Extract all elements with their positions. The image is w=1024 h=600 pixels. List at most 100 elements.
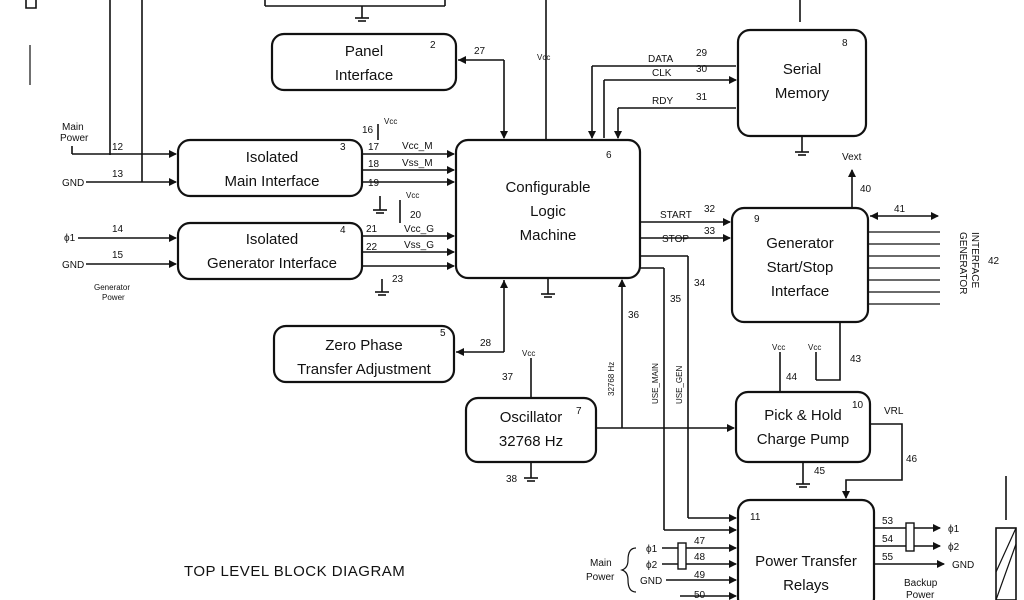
main-power-label-1: Main bbox=[62, 122, 84, 133]
wire-number-54: 54 bbox=[882, 534, 894, 545]
rdy-label: RDY bbox=[652, 96, 673, 107]
gen-title-line1: Generator bbox=[766, 235, 834, 252]
logic-vcc-line: Vcc bbox=[537, 53, 550, 62]
oscillator-wires: Vcc 37 38 32768 Hz 36 bbox=[502, 279, 735, 485]
generator-start-stop-block: Generator Start/Stop Interface 9 bbox=[730, 206, 870, 324]
gnd-relay-label: GND bbox=[640, 576, 662, 587]
vss-g-label: Vss_G bbox=[404, 240, 434, 251]
power-transfer-relays-block: Power Transfer Relays 11 bbox=[736, 498, 876, 600]
osc-title-line1: Oscillator bbox=[500, 409, 563, 426]
use-main-label: USE_MAIN bbox=[651, 363, 660, 404]
wire-number-19: 19 bbox=[368, 178, 380, 189]
serial-title-line1: Serial bbox=[783, 61, 821, 78]
start-stop-wires: START 32 STOP 33 bbox=[640, 204, 731, 245]
wire-number-37: 37 bbox=[502, 372, 514, 383]
backup-label-2: Power bbox=[906, 590, 935, 600]
wire-number-53: 53 bbox=[882, 516, 894, 527]
igen-title-line2: Generator Interface bbox=[207, 255, 337, 272]
vss-m-label: Vss_M bbox=[402, 158, 433, 169]
diagram-caption: TOP LEVEL BLOCK DIAGRAM bbox=[184, 563, 405, 580]
gen-number: 9 bbox=[754, 214, 760, 225]
wire-number-28: 28 bbox=[480, 338, 492, 349]
oscillator-block: Oscillator 32768 Hz 7 bbox=[464, 396, 598, 464]
wire-number-27: 27 bbox=[474, 46, 486, 57]
phi1-out-label: ϕ1 bbox=[948, 524, 960, 535]
wire-number-23: 23 bbox=[392, 274, 404, 285]
use-lines: USE_MAIN 35 USE_GEN 34 bbox=[640, 255, 737, 534]
wire-number-29: 29 bbox=[696, 48, 708, 59]
pick-title-line1: Pick & Hold bbox=[764, 407, 842, 424]
wire-number-34: 34 bbox=[694, 278, 706, 289]
main-power-relay-1: Main bbox=[590, 558, 612, 569]
gen-title-line2: Start/Stop bbox=[767, 259, 834, 276]
vcc-pick-label-2: Vcc bbox=[808, 343, 821, 352]
vcc-g-label: Vcc_G bbox=[404, 224, 434, 235]
logic-number: 6 bbox=[606, 150, 612, 161]
wire-number-47: 47 bbox=[694, 536, 706, 547]
gnd-gen-label: GND bbox=[62, 260, 84, 271]
wire-number-12: 12 bbox=[112, 142, 124, 153]
imain-number: 3 bbox=[340, 142, 346, 153]
wire-number-13: 13 bbox=[112, 169, 124, 180]
serial-number: 8 bbox=[842, 38, 848, 49]
generator-power-inputs: ϕ1 14 GND 15 Generator Power bbox=[62, 224, 177, 302]
osc-title-line2: 32768 Hz bbox=[499, 433, 563, 450]
wire-number-48: 48 bbox=[694, 552, 706, 563]
wire-number-40: 40 bbox=[860, 184, 872, 195]
wire-number-32: 32 bbox=[704, 204, 716, 215]
zero-phase-block: Zero Phase Transfer Adjustment 5 bbox=[272, 324, 456, 384]
wire-number-44: 44 bbox=[786, 372, 798, 383]
igen-title-line1: Isolated bbox=[246, 231, 299, 248]
top-clipped-lines bbox=[25, 0, 801, 182]
zero-title-line1: Zero Phase bbox=[325, 337, 403, 354]
serial-memory-block: Serial Memory 8 bbox=[736, 28, 868, 138]
phi1-relay-label: ϕ1 bbox=[646, 544, 658, 555]
logic-title-line3: Machine bbox=[520, 227, 577, 244]
pick-number: 10 bbox=[852, 400, 864, 411]
pick-hold-wires: Vcc Vcc 44 43 45 VRL 46 bbox=[772, 322, 918, 499]
panel-interface-block: Panel Interface 2 bbox=[270, 32, 458, 92]
wire-number-45: 45 bbox=[814, 466, 826, 477]
wire-number-36: 36 bbox=[628, 310, 640, 321]
zero-title-line2: Transfer Adjustment bbox=[297, 361, 431, 378]
wire-number-50: 50 bbox=[694, 590, 706, 600]
relay-inputs: Main Power ϕ1 ϕ2 GND 47 48 49 50 bbox=[586, 536, 737, 600]
serial-title-line2: Memory bbox=[775, 85, 830, 102]
phi2-out-label: ϕ2 bbox=[948, 542, 960, 553]
gen-iface-vertical-2: INTERFACE bbox=[969, 232, 980, 288]
panel-number: 2 bbox=[430, 40, 436, 51]
wire-number-30: 30 bbox=[696, 64, 708, 75]
igen-number: 4 bbox=[340, 225, 346, 236]
isolated-main-interface-block: Isolated Main Interface 3 bbox=[176, 138, 364, 198]
zero-logic-bus: 28 bbox=[456, 280, 508, 356]
backup-label-1: Backup bbox=[904, 578, 938, 589]
isolated-generator-interface-block: Isolated Generator Interface 4 bbox=[176, 221, 364, 281]
vcc-gen-top: Vcc bbox=[406, 191, 419, 200]
gnd-main-label: GND bbox=[62, 178, 84, 189]
generator-interface-output: Vext 40 41 GENERATOR INTERFACE 42 bbox=[842, 152, 1000, 305]
vcc-osc-label: Vcc bbox=[522, 349, 535, 358]
logic-title-line1: Configurable bbox=[505, 179, 590, 196]
wire-number-35: 35 bbox=[670, 294, 682, 305]
right-edge-shape bbox=[995, 476, 1017, 600]
wire-number-15: 15 bbox=[112, 250, 124, 261]
imain-title-line1: Isolated bbox=[246, 149, 299, 166]
wire-number-17: 17 bbox=[368, 142, 380, 153]
vcc-main-top: Vcc bbox=[384, 117, 397, 126]
wire-number-18: 18 bbox=[368, 159, 380, 170]
hz-vertical-label: 32768 Hz bbox=[607, 362, 616, 396]
logic-ground bbox=[541, 278, 555, 298]
wire-number-22: 22 bbox=[366, 242, 378, 253]
osc-number: 7 bbox=[576, 406, 582, 417]
wire-number-41: 41 bbox=[894, 204, 906, 215]
vcc-pick-label-1: Vcc bbox=[772, 343, 785, 352]
pick-hold-block: Pick & Hold Charge Pump 10 bbox=[734, 390, 872, 464]
zero-number: 5 bbox=[440, 328, 446, 339]
phi1-gen-label: ϕ1 bbox=[64, 233, 76, 244]
relay-outputs: 53 54 55 ϕ1 ϕ2 GND Backup Power bbox=[874, 516, 974, 600]
gen-iface-vertical-1: GENERATOR bbox=[957, 232, 968, 294]
logic-title-line2: Logic bbox=[530, 203, 566, 220]
panel-title-line2: Interface bbox=[335, 67, 393, 84]
gnd-out-label: GND bbox=[952, 560, 974, 571]
